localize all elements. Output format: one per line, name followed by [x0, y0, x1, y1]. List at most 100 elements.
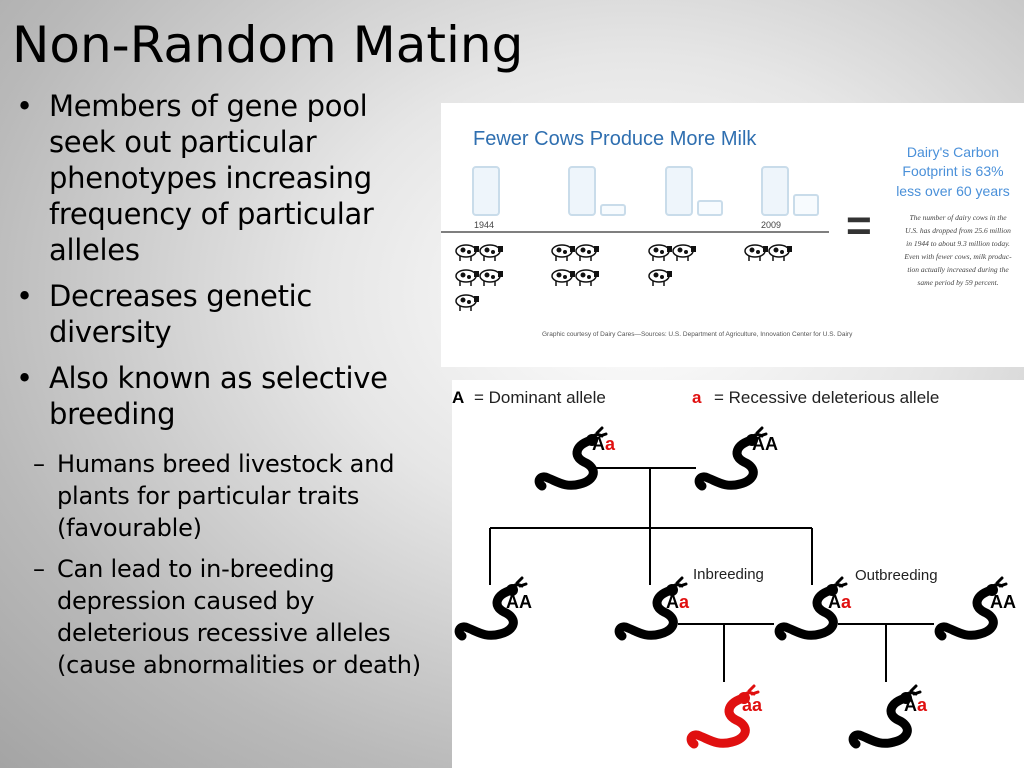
bullet-item: • Decreases genetic diversity	[12, 278, 432, 350]
milk-glass	[568, 166, 596, 216]
cow-spot	[660, 275, 664, 279]
milk-glass	[665, 166, 693, 216]
cow-head	[594, 271, 599, 277]
cow-spot	[684, 250, 688, 254]
cow-icon	[575, 269, 599, 286]
cow-body	[455, 244, 477, 258]
cow-head	[667, 246, 672, 252]
milk-glasses	[472, 166, 819, 216]
cow-icon	[575, 244, 599, 261]
cow-body	[648, 269, 670, 283]
cow-spot	[484, 272, 490, 278]
cow-spot	[491, 275, 495, 279]
cow-body	[551, 269, 573, 283]
genotype-child-2: Aa	[666, 592, 690, 612]
legend-recessive-text: = Recessive deleterious allele	[714, 388, 939, 407]
cow-body	[575, 244, 597, 258]
cow-head	[691, 246, 696, 252]
cow-icon	[455, 269, 479, 286]
cow-body	[768, 244, 790, 258]
genotype-offspring-outbred: Aa	[904, 695, 928, 715]
legend-dominant-symbol: A	[452, 388, 464, 407]
body-line-1: The number of dairy cows in the	[909, 213, 1007, 222]
partial-milk-glass	[793, 194, 819, 216]
cow-head	[498, 246, 503, 252]
cow-icon	[455, 244, 479, 261]
bullet-item: •Members of gene pool seek out particula…	[12, 88, 432, 268]
infographic-title: Fewer Cows Produce More Milk	[473, 128, 757, 150]
cow-spot	[780, 250, 784, 254]
cow-spot	[491, 250, 495, 254]
outbreeding-label: Outbreeding	[855, 567, 938, 584]
partial-milk-glass	[600, 204, 626, 216]
year-end-label: 2009	[761, 220, 781, 230]
bullet-text: Also known as selective breeding	[49, 361, 388, 431]
headline-line-1: Dairy's Carbon	[907, 144, 999, 160]
cow-body	[672, 244, 694, 258]
year-start-label: 1944	[474, 220, 494, 230]
cow-body	[479, 269, 501, 283]
pedigree-svg: A = Dominant allele a = Recessive delete…	[452, 388, 1016, 768]
sub-bullet-text: Can lead to in-breeding depression cause…	[57, 555, 421, 679]
cow-head	[474, 296, 479, 302]
body-line-4: Even with fewer cows, milk produc-	[903, 252, 1012, 261]
cow-body	[455, 294, 477, 308]
bullet-item: • Also known as selective breeding –Human…	[12, 360, 432, 681]
legend-dominant-text: = Dominant allele	[474, 388, 606, 407]
cow-spot	[556, 247, 562, 253]
cow-head	[570, 246, 575, 252]
cow-spot	[563, 275, 567, 279]
sub-bullet-item: –Can lead to in-breeding depression caus…	[12, 553, 432, 681]
cow-head	[474, 246, 479, 252]
cow-body	[744, 244, 766, 258]
cow-icon	[648, 244, 672, 261]
cow-body	[479, 244, 501, 258]
genotype-offspring-inbred: aa	[742, 695, 763, 715]
cow-icon	[672, 244, 696, 261]
bullet-mark: •	[16, 361, 33, 395]
bullet-mark: •	[16, 279, 33, 313]
cow-spot	[773, 247, 779, 253]
cow-icon	[455, 294, 479, 311]
milk-glass	[761, 166, 789, 216]
sub-bullet-mark: –	[33, 450, 45, 478]
cow-spot	[580, 272, 586, 278]
genotype-child-1: AA	[506, 592, 532, 612]
cow-icon	[479, 269, 503, 286]
cow-spot	[587, 250, 591, 254]
body-line-6: same period by 59 percent.	[917, 278, 998, 287]
cow-head	[667, 271, 672, 277]
credit-line: Graphic courtesy of Dairy Cares—Sources:…	[542, 331, 853, 338]
cow-spot	[587, 275, 591, 279]
cow-spot	[556, 272, 562, 278]
cow-spot	[653, 272, 659, 278]
cow-body	[455, 269, 477, 283]
sub-bullet-text: Humans breed livestock and plants for pa…	[57, 450, 395, 542]
cow-spot	[484, 247, 490, 253]
cow-spot	[580, 247, 586, 253]
cow-icons	[455, 244, 792, 311]
cow-spot	[653, 247, 659, 253]
cow-head	[763, 246, 768, 252]
cow-body	[551, 244, 573, 258]
cow-spot	[460, 297, 466, 303]
pedigree-lines	[489, 467, 934, 682]
equals-sign: =	[846, 201, 872, 250]
cow-spot	[660, 250, 664, 254]
headline-line-2: Footprint is 63%	[902, 163, 1003, 179]
legend-recessive-symbol: a	[692, 388, 702, 407]
milk-glass	[472, 166, 500, 216]
cow-icon	[648, 269, 672, 286]
genotype-parent-right: AA	[752, 434, 778, 454]
bullet-list: •Members of gene pool seek out particula…	[12, 88, 432, 691]
cow-spot	[460, 272, 466, 278]
cow-spot	[460, 247, 466, 253]
sub-bullet-item: –Humans breed livestock and plants for p…	[12, 448, 432, 544]
genotype-child-3: Aa	[828, 592, 852, 612]
cow-spot	[749, 247, 755, 253]
cow-body	[648, 244, 670, 258]
cow-icon	[551, 269, 575, 286]
body-line-2: U.S. has dropped from 25.6 million	[905, 226, 1011, 235]
bullet-text: Decreases genetic diversity	[49, 279, 313, 349]
sub-bullet-list: –Humans breed livestock and plants for p…	[33, 448, 432, 681]
